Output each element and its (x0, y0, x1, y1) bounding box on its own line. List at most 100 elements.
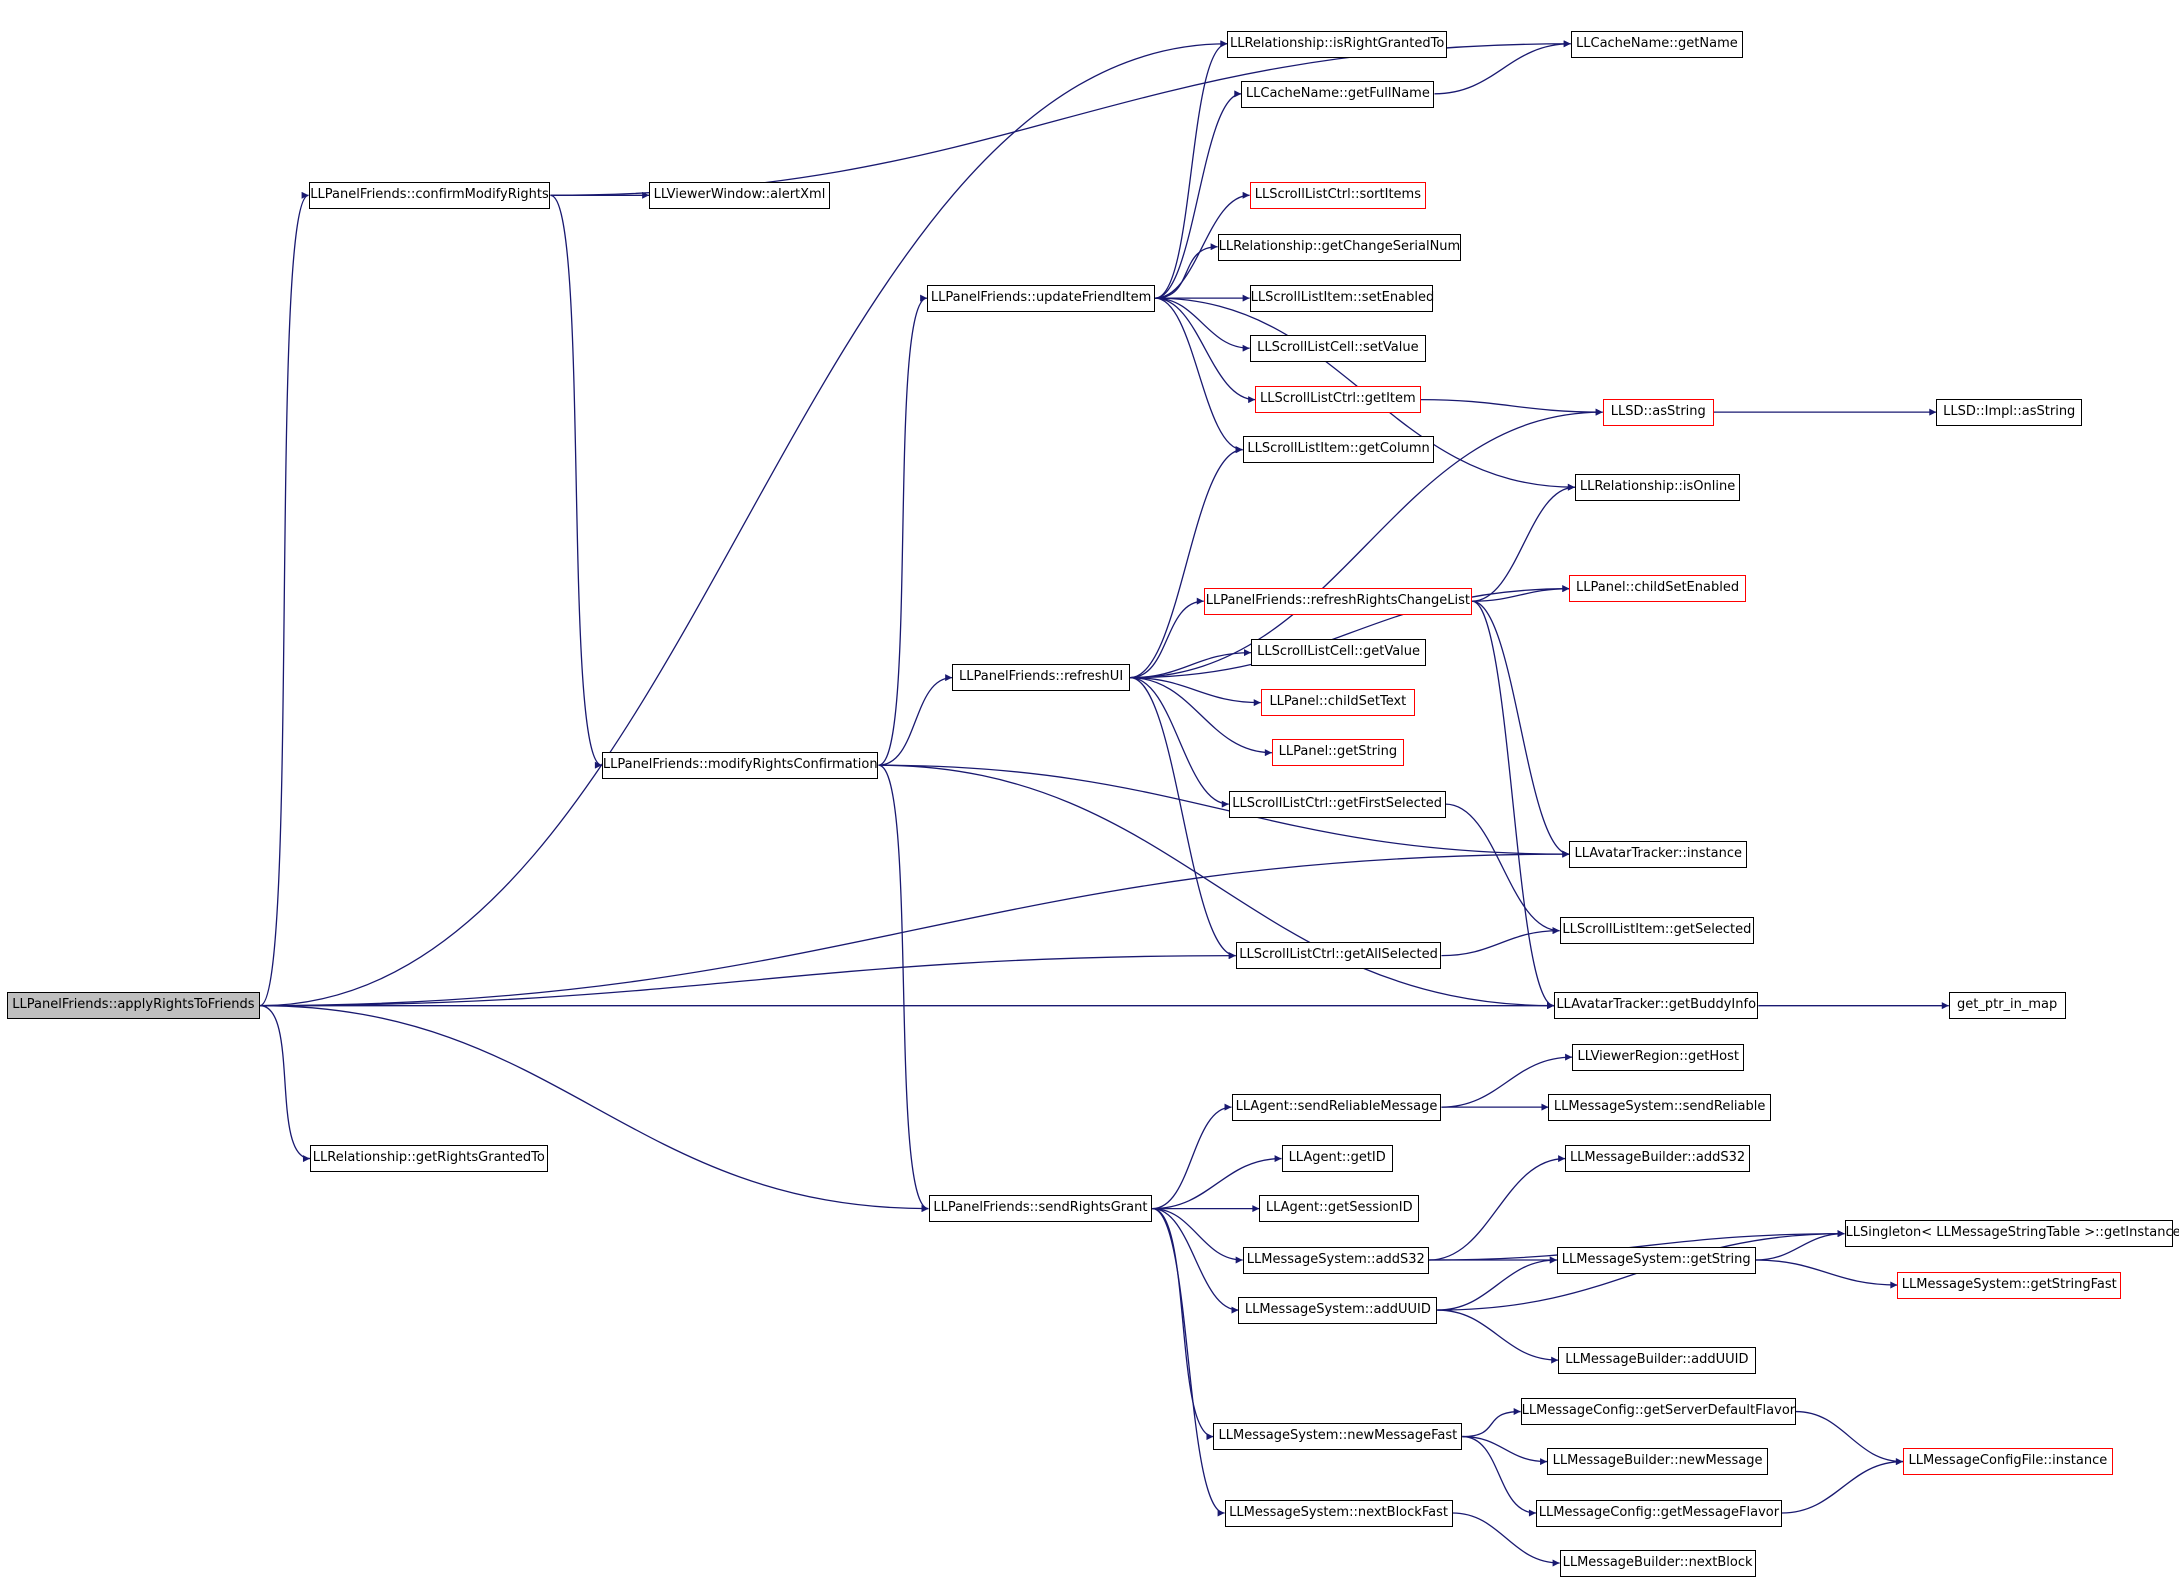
edge-refreshUI-to-cellGetValue (1130, 649, 1252, 679)
edge-applyRightsToFriends-to-sendRightsGrant (259, 1005, 929, 1213)
node-get-full-name[interactable]: LLCacheName::getFullName (1241, 80, 1435, 108)
edge-getServerDefaultFlavor-to-configFileInstance (1795, 1410, 1903, 1466)
edge-msgAddUUID-to-builderAddUUID (1437, 1309, 1559, 1364)
node-child-set-text[interactable]: LLPanel::childSetText (1260, 689, 1415, 717)
node-agent-get-i-d[interactable]: LLAgent::getID (1281, 1145, 1393, 1173)
node-next-block-fast[interactable]: LLMessageSystem::nextBlockFast (1224, 1499, 1453, 1527)
edge-modifyRightsConfirmation-to-getBuddyInfo (878, 764, 1555, 1010)
node-cell-set-value[interactable]: LLScrollListCell::setValue (1249, 334, 1427, 362)
edge-confirmModifyRights-to-getName (550, 40, 1571, 196)
node-builder-add-u-u-i-d[interactable]: LLMessageBuilder::addUUID (1558, 1346, 1756, 1374)
node-get-rights-granted-to[interactable]: LLRelationship::getRightsGrantedTo (309, 1145, 548, 1173)
node-modify-rights-confirmation[interactable]: LLPanelFriends::modifyRightsConfirmation (601, 751, 879, 779)
edge-getFullName-to-getName (1434, 40, 1571, 95)
edge-sendRightsGrant-to-sendReliableMessage (1152, 1103, 1232, 1210)
node-get-name[interactable]: LLCacheName::getName (1570, 30, 1744, 58)
node-as-string[interactable]: LLSD::asString (1602, 398, 1714, 426)
edge-applyRightsToFriends-to-getAllSelected (259, 952, 1236, 1007)
edge-refreshUI-to-asString (1130, 408, 1603, 679)
node-ctrl-get-item[interactable]: LLScrollListCtrl::getItem (1255, 386, 1421, 414)
node-update-friend-item[interactable]: LLPanelFriends::updateFriendItem (927, 284, 1156, 312)
edge-applyRightsToFriends-to-trackerInstance (259, 850, 1570, 1007)
node-apply-rights-to-friends[interactable]: LLPanelFriends::applyRightsToFriends (6, 992, 260, 1020)
node-get-session-i-d[interactable]: LLAgent::getSessionID (1259, 1195, 1420, 1223)
edge-msgGetString-to-singletonGetInstance (1755, 1230, 1845, 1261)
edge-updateFriendItem-to-isRightGrantedTo (1154, 40, 1228, 299)
edge-newMessageFast-to-getMessageFlavor (1462, 1435, 1536, 1517)
node-get-all-selected[interactable]: LLScrollListCtrl::getAllSelected (1235, 942, 1442, 970)
node-get-first-selected[interactable]: LLScrollListCtrl::getFirstSelected (1228, 790, 1446, 818)
node-is-online[interactable]: LLRelationship::isOnline (1574, 473, 1741, 501)
edge-getAllSelected-to-itemGetSelected (1441, 927, 1560, 957)
edge-nextBlockFast-to-nextBlock (1452, 1512, 1560, 1567)
edge-refreshUI-to-refreshRightsChangeList (1130, 597, 1204, 679)
edge-refreshRightsChangeList-to-childSetEnabled (1472, 585, 1570, 602)
edge-updateFriendItem-to-getColumn (1155, 297, 1243, 454)
node-refresh-rights-change-list[interactable]: LLPanelFriends::refreshRightsChangeList (1203, 587, 1472, 615)
edge-refreshUI-to-panelGetString (1130, 676, 1272, 757)
node-send-reliable-message[interactable]: LLAgent::sendReliableMessage (1231, 1093, 1442, 1121)
node-new-message-fast[interactable]: LLMessageSystem::newMessageFast (1213, 1423, 1463, 1451)
edge-updateFriendItem-to-getFullName (1155, 90, 1242, 299)
edge-msgAddUUID-to-msgGetString (1437, 1256, 1557, 1311)
edge-sendRightsGrant-to-nextBlockFast (1152, 1207, 1225, 1517)
node-msg-get-string[interactable]: LLMessageSystem::getString (1556, 1246, 1756, 1274)
node-builder-add-s32[interactable]: LLMessageBuilder::addS32 (1565, 1145, 1750, 1173)
edge-applyRightsToFriends-to-isRightGrantedTo (259, 40, 1228, 1007)
node-get-server-default-flavor[interactable]: LLMessageConfig::getServerDefaultFlavor (1520, 1398, 1796, 1426)
edge-ctrlGetItem-to-asString (1420, 398, 1603, 416)
node-get-ptr-in-map[interactable]: get_ptr_in_map (1948, 992, 2066, 1020)
node-refresh-u-i[interactable]: LLPanelFriends::refreshUI (952, 664, 1131, 692)
node-set-enabled[interactable]: LLScrollListItem::setEnabled (1249, 284, 1434, 312)
edge-refreshUI-to-getAllSelected (1130, 676, 1236, 960)
edge-msgGetString-to-getStringFast (1755, 1259, 1898, 1289)
edge-modifyRightsConfirmation-to-refreshUI (878, 674, 953, 766)
node-child-set-enabled[interactable]: LLPanel::childSetEnabled (1569, 575, 1746, 603)
edge-refreshRightsChangeList-to-getBuddyInfo (1471, 600, 1555, 1010)
edge-newMessageFast-to-newMessage (1462, 1435, 1548, 1466)
node-panel-get-string[interactable]: LLPanel::getString (1271, 739, 1404, 767)
node-get-host[interactable]: LLViewerRegion::getHost (1572, 1043, 1745, 1071)
node-msg-add-u-u-i-d[interactable]: LLMessageSystem::addUUID (1238, 1296, 1438, 1324)
edge-sendRightsGrant-to-agentGetID (1152, 1155, 1282, 1210)
edge-msgAddS32-to-builderAddS32 (1428, 1155, 1566, 1261)
node-get-column[interactable]: LLScrollListItem::getColumn (1242, 436, 1435, 464)
edge-confirmModifyRights-to-modifyRightsConfirmation (550, 194, 603, 769)
node-config-file-instance[interactable]: LLMessageConfigFile::instance (1902, 1448, 2113, 1476)
node-singleton-get-instance[interactable]: LLSingleton< LLMessageStringTable >::get… (1844, 1220, 2179, 1248)
edge-refreshUI-to-childSetText (1130, 676, 1261, 707)
node-get-message-flavor[interactable]: LLMessageConfig::getMessageFlavor (1535, 1499, 1782, 1527)
node-sort-items[interactable]: LLScrollListCtrl::sortItems (1249, 182, 1427, 210)
edge-modifyRightsConfirmation-to-sendRightsGrant (878, 764, 929, 1213)
edge-refreshUI-to-getColumn (1130, 446, 1243, 679)
edge-getMessageFlavor-to-configFileInstance (1781, 1458, 1903, 1514)
node-item-get-selected[interactable]: LLScrollListItem::getSelected (1559, 917, 1755, 945)
node-is-right-granted-to[interactable]: LLRelationship::isRightGrantedTo (1227, 30, 1447, 58)
edge-updateFriendItem-to-cellSetValue (1155, 297, 1250, 352)
node-cell-get-value[interactable]: LLScrollListCell::getValue (1251, 639, 1427, 667)
node-msg-add-s32[interactable]: LLMessageSystem::addS32 (1242, 1246, 1429, 1274)
edge-sendReliableMessage-to-getHost (1441, 1053, 1573, 1108)
node-confirm-modify-rights[interactable]: LLPanelFriends::confirmModifyRights (308, 182, 551, 210)
node-alert-xml[interactable]: LLViewerWindow::alertXml (649, 182, 830, 210)
edge-applyRightsToFriends-to-confirmModifyRights (259, 191, 309, 1007)
node-send-reliable[interactable]: LLMessageSystem::sendReliable (1548, 1093, 1771, 1121)
edge-sendRightsGrant-to-msgAddS32 (1152, 1207, 1243, 1264)
node-tracker-instance[interactable]: LLAvatarTracker::instance (1569, 840, 1748, 868)
node-get-string-fast[interactable]: LLMessageSystem::getStringFast (1897, 1271, 2122, 1299)
edge-updateFriendItem-to-ctrlGetItem (1155, 297, 1256, 404)
edge-updateFriendItem-to-getChangeSerialNum (1155, 243, 1218, 299)
edge-applyRightsToFriends-to-getRightsGrantedTo (259, 1005, 311, 1163)
node-get-change-serial-num[interactable]: LLRelationship::getChangeSerialNum (1217, 233, 1461, 261)
node-next-block[interactable]: LLMessageBuilder::nextBlock (1559, 1549, 1756, 1577)
node-new-message[interactable]: LLMessageBuilder::newMessage (1547, 1448, 1769, 1476)
node-get-buddy-info[interactable]: LLAvatarTracker::getBuddyInfo (1554, 992, 1759, 1020)
edge-refreshUI-to-childSetEnabled (1130, 585, 1570, 679)
edge-refreshRightsChangeList-to-isOnline (1472, 483, 1575, 602)
node-send-rights-grant[interactable]: LLPanelFriends::sendRightsGrant (928, 1195, 1153, 1223)
node-impl-as-string[interactable]: LLSD::Impl::asString (1936, 398, 2083, 426)
edge-refreshRightsChangeList-to-trackerInstance (1471, 600, 1570, 858)
edge-newMessageFast-to-getServerDefaultFlavor (1462, 1408, 1521, 1438)
